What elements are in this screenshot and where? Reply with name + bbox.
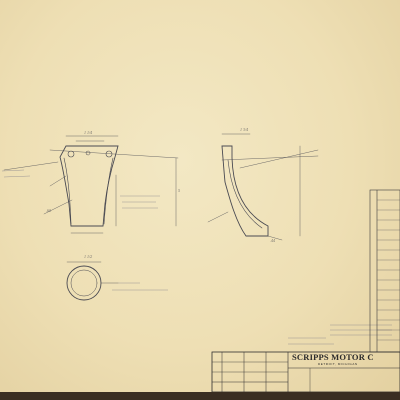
leader-front-mid	[49, 175, 67, 187]
fig-side-bottom: .44	[270, 238, 275, 243]
note-lower-right	[288, 337, 334, 345]
revision-panel	[369, 189, 400, 353]
front-view-inner-curve-left	[63, 157, 72, 225]
section-circle-outer	[66, 265, 102, 301]
company-location: DETROIT, MICHIGAN	[318, 362, 358, 366]
fig-height: 5	[178, 188, 180, 193]
leader-front-diag	[49, 149, 179, 159]
company-name: SCRIPPS MOTOR C	[292, 352, 374, 362]
note-section	[112, 282, 168, 291]
fig-section-top: 1 1/2	[84, 254, 92, 259]
side-view-outline	[221, 145, 269, 237]
front-view-hole-center	[85, 150, 91, 156]
note-front-right	[120, 195, 160, 209]
front-view-outline	[59, 145, 119, 227]
background-edge	[0, 392, 400, 400]
side-view-inner-curve	[227, 159, 263, 229]
side-leader-bottom	[267, 235, 283, 241]
front-view-hole-left	[67, 150, 75, 158]
leader-front-lower	[43, 199, 73, 215]
section-circle-inner	[70, 269, 98, 297]
side-leader-diag-2	[239, 149, 319, 169]
side-leader-lower	[207, 211, 229, 223]
fig-lower-left: .60	[46, 208, 51, 213]
fig-side-top: 1 3/4	[240, 127, 248, 132]
side-leader-diag	[221, 155, 319, 161]
fig-front-top: 1 1/4	[84, 130, 92, 135]
note-front-left	[1, 169, 31, 178]
leader-front-left	[3, 161, 59, 171]
front-view-inner-curve-right	[103, 157, 114, 225]
